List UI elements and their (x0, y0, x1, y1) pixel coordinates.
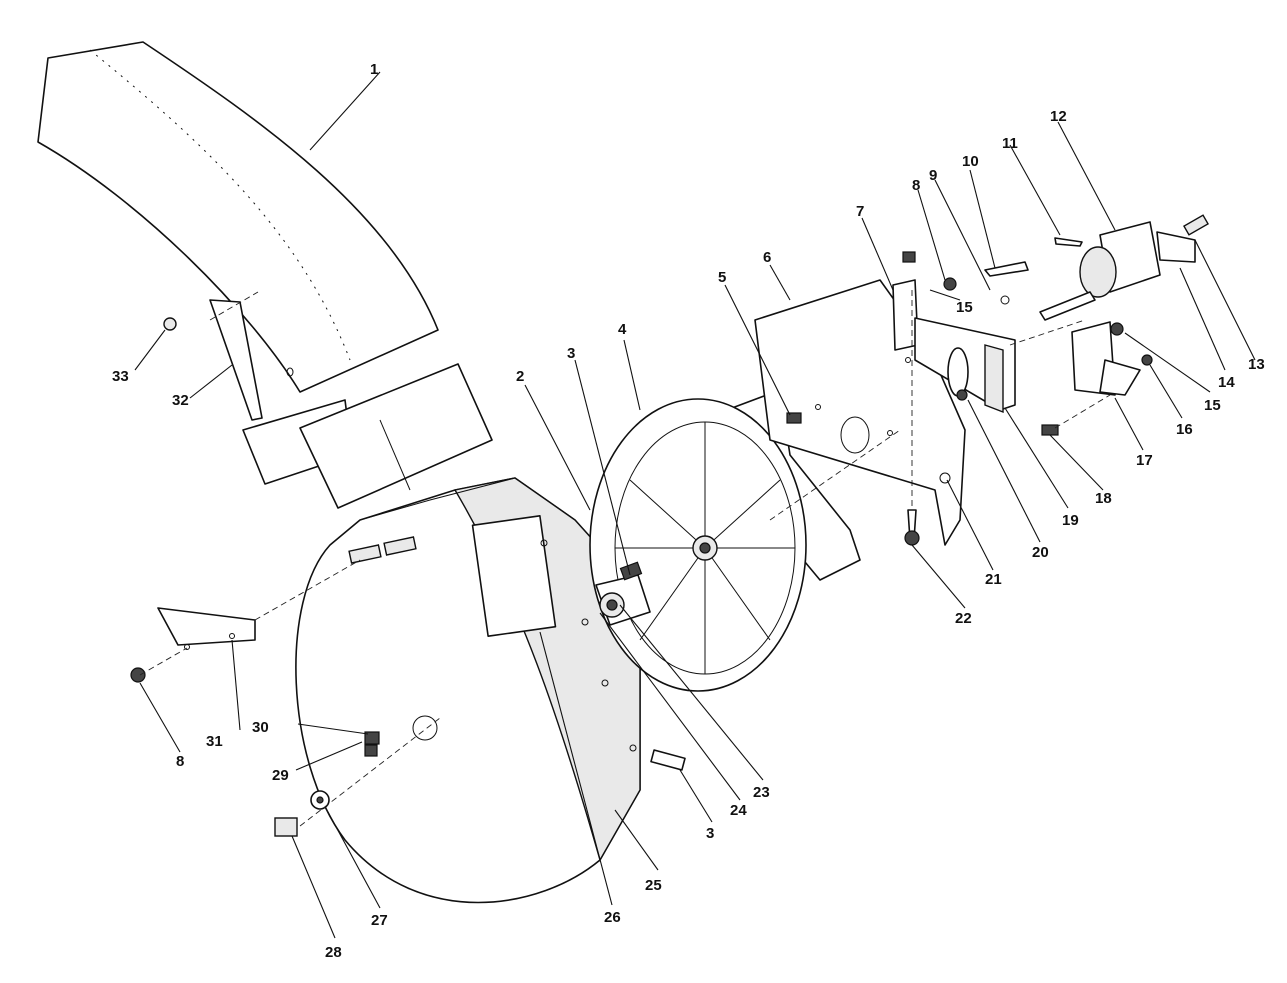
callout-3-bottom: 3 (706, 825, 714, 842)
callout-20: 20 (1032, 544, 1049, 561)
callout-14: 14 (1218, 374, 1235, 391)
callout-19: 19 (1062, 512, 1079, 529)
callout-7: 7 (856, 203, 864, 220)
callout-10: 10 (962, 153, 979, 170)
callout-12: 12 (1050, 108, 1067, 125)
callout-33: 33 (112, 368, 129, 385)
callout-23: 23 (753, 784, 770, 801)
impeller-assembly (589, 389, 861, 692)
mounting-plate (157, 607, 256, 650)
callout-5: 5 (718, 269, 726, 286)
callout-2: 2 (516, 368, 524, 385)
callout-8-top: 8 (912, 177, 920, 194)
blower-housing (295, 477, 641, 904)
callout-1: 1 (370, 61, 378, 78)
callout-25: 25 (645, 877, 662, 894)
chute-adapter-pieces (242, 363, 493, 509)
callout-3-top: 3 (567, 345, 575, 362)
callout-27: 27 (371, 912, 388, 929)
callout-13: 13 (1248, 356, 1265, 373)
motor-mount (1071, 321, 1141, 396)
drive-bracket (892, 279, 1016, 414)
callout-29: 29 (272, 767, 289, 784)
callout-15-top: 15 (956, 299, 973, 316)
callout-11: 11 (1002, 135, 1018, 152)
hardware-items (130, 237, 1153, 837)
callout-24: 24 (730, 802, 747, 819)
bearing-flange (595, 561, 651, 626)
discharge-chute (37, 41, 439, 421)
callout-labels: 1 2 3 3 4 5 6 7 8 8 9 10 11 12 13 14 15 … (112, 61, 1265, 961)
callout-28: 28 (325, 944, 342, 961)
callout-6: 6 (763, 249, 771, 266)
callout-4: 4 (618, 321, 627, 338)
callout-30: 30 (252, 719, 269, 736)
callout-32: 32 (172, 392, 189, 409)
callout-21: 21 (985, 571, 1002, 588)
callout-18: 18 (1095, 490, 1112, 507)
callout-9: 9 (929, 167, 937, 184)
callout-8-bottom: 8 (176, 753, 184, 770)
callout-22: 22 (955, 610, 972, 627)
callout-15-right: 15 (1204, 397, 1221, 414)
callout-leaders (134, 71, 1256, 939)
callout-17: 17 (1136, 452, 1153, 469)
alignment-lines (139, 290, 1111, 827)
callout-16: 16 (1176, 421, 1193, 438)
callout-31: 31 (206, 733, 223, 750)
drive-motor (1039, 214, 1209, 321)
callout-26: 26 (604, 909, 621, 926)
